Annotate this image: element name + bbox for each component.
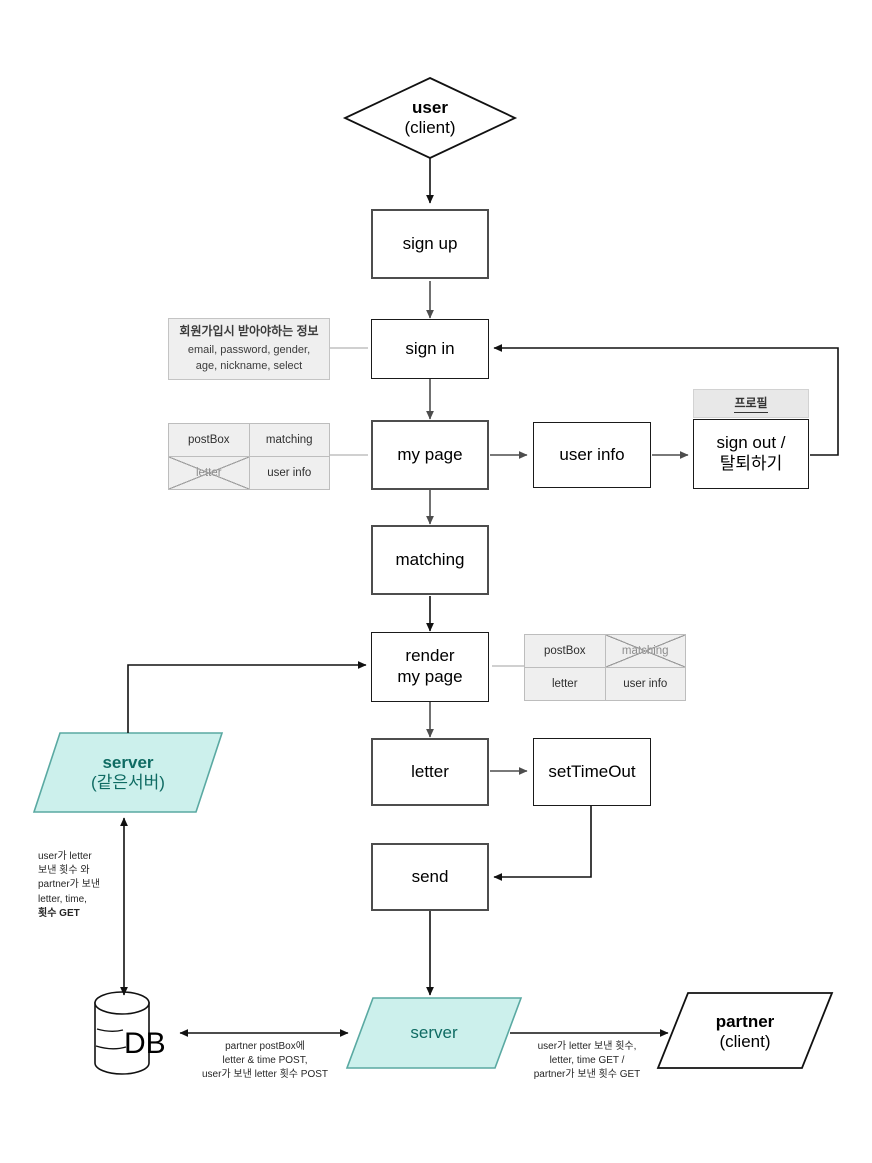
note-signup-info-line2: age, nickname, select [195,359,303,372]
node-partner[interactable]: partner (client) [658,1008,832,1056]
grid-cell-matching[interactable]: matching [248,423,330,457]
node-sign-in-label: sign in [405,338,455,358]
edge-label-line3: user가 보낸 letter 횟수 POST [201,1069,329,1081]
edge-label-db-to-serversame: user가 letter 보낸 횟수 와 partner가 보낸 letter,… [38,850,124,921]
node-set-timeout[interactable]: setTimeOut [533,738,651,806]
edge-label-line3: partner가 보낸 [38,879,101,891]
node-partner-line1: partner [715,1011,775,1031]
node-my-page[interactable]: my page [371,420,489,490]
node-render-my-page-line1: render [405,646,455,666]
profile-header-label: 프로필 [734,394,768,413]
table-row: letter user info [168,456,330,490]
edge-label-line3: partner가 보낸 횟수 GET [533,1069,641,1081]
node-matching-label: matching [395,549,465,569]
node-server-same-line2: (같은서버) [91,773,165,792]
table-row: letter user info [524,667,686,701]
node-server-bottom-label: server [410,1022,458,1042]
grid-cell-letter[interactable]: letter [524,667,606,701]
note-mypage-grid: postBox matching letter user info [168,423,330,490]
table-row: postBox matching [524,634,686,668]
node-send[interactable]: send [371,843,489,911]
node-user-info[interactable]: user info [533,422,651,488]
edge-serversame-to-render [127,661,367,733]
edge-label-line2: 보낸 횟수 와 [38,865,90,877]
node-matching[interactable]: matching [371,525,489,595]
note-signup-info: 회원가입시 받아야하는 정보 email, password, gender, … [168,318,330,380]
node-letter[interactable]: letter [371,738,489,806]
table-row: postBox matching [168,423,330,457]
node-db-label[interactable]: DB [124,1027,166,1061]
node-sign-up-label: sign up [402,233,458,253]
grid-cell-user-info[interactable]: user info [248,456,330,490]
edge-label-db-to-serverbottom: partner postBox에 letter & time POST, use… [190,1040,340,1083]
grid-cell-matching[interactable]: matching [604,634,686,668]
node-letter-label: letter [411,761,449,781]
node-render-my-page-line2: my page [397,667,463,686]
note-signup-info-line1: email, password, gender, [187,343,311,356]
profile-header: 프로필 [693,389,809,418]
node-sign-up[interactable]: sign up [371,209,489,279]
node-server-same-line1: server [102,752,154,772]
grid-cell-letter[interactable]: letter [168,456,250,490]
node-sign-in[interactable]: sign in [371,319,489,379]
edge-label-line1: user가 letter [38,851,92,862]
note-signup-info-title: 회원가입시 받아야하는 정보 [179,324,319,339]
edge-label-line2: letter, time GET / [549,1055,625,1067]
edge-label-line4: letter, time, [38,893,87,905]
edge-label-line1: partner postBox에 [225,1041,305,1052]
node-my-page-label: my page [397,444,463,464]
node-sign-out[interactable]: sign out / 탈퇴하기 [693,419,809,489]
edge-label-line1: user가 letter 보낸 횟수, [537,1041,637,1052]
grid-cell-postbox[interactable]: postBox [524,634,606,668]
node-db-text: DB [124,1027,166,1060]
node-server-same[interactable]: server (같은서버) [34,748,222,798]
node-send-label: send [411,866,449,886]
node-user-line1: user [412,97,448,117]
node-partner-line2: (client) [719,1032,771,1051]
node-sign-out-line2: 탈퇴하기 [719,454,783,473]
edge-label-line2: letter & time POST, [222,1055,308,1067]
note-render-grid: postBox matching letter user info [524,634,686,701]
grid-cell-postbox[interactable]: postBox [168,423,250,457]
node-user-line2: (client) [404,118,456,137]
node-render-my-page[interactable]: render my page [371,632,489,702]
node-user-info-label: user info [559,444,625,464]
node-user[interactable]: user (client) [345,92,515,144]
node-server-bottom[interactable]: server [347,1017,521,1049]
node-set-timeout-label: setTimeOut [548,761,636,781]
edge-settimeout-to-send [493,806,592,881]
node-sign-out-line1: sign out / [716,433,786,453]
edge-label-serverbottom-to-partner: user가 letter 보낸 횟수, letter, time GET / p… [512,1040,662,1083]
edge-label-line5: 횟수 GET [38,907,80,919]
grid-cell-user-info[interactable]: user info [604,667,686,701]
